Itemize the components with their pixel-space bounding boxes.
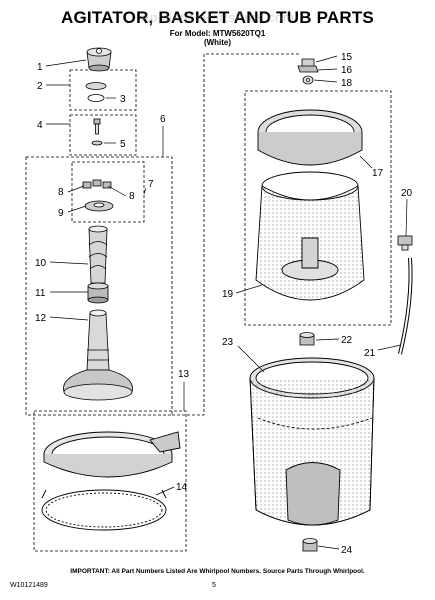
callout-8-left: 8 bbox=[58, 187, 64, 198]
document-number: W10121489 bbox=[10, 582, 48, 589]
callout-5: 5 bbox=[120, 139, 126, 150]
page-title: AGITATOR, BASKET AND TUB PARTS bbox=[61, 8, 374, 27]
callout-7: 7 bbox=[148, 179, 154, 190]
callout-11: 11 bbox=[35, 288, 46, 299]
callout-labels: 1 2 3 4 5 6 7 8 8 9 10 11 12 13 14 15 16… bbox=[35, 52, 413, 556]
callout-22: 22 bbox=[341, 335, 353, 346]
group-box-13 bbox=[33, 410, 187, 552]
callout-16: 16 bbox=[341, 65, 353, 76]
callout-10: 10 bbox=[35, 258, 47, 269]
agitator-cap-part bbox=[86, 47, 112, 72]
callout-12: 12 bbox=[35, 313, 47, 324]
group-box-6 bbox=[25, 156, 173, 416]
agitator-cam-part bbox=[88, 225, 108, 284]
callout-17: 17 bbox=[372, 168, 384, 179]
hub-nut-part bbox=[299, 332, 315, 346]
outer-tub-part bbox=[249, 357, 375, 526]
callout-14: 14 bbox=[176, 482, 188, 493]
seal-ring-part bbox=[85, 82, 107, 102]
callout-3: 3 bbox=[120, 94, 126, 105]
color-line: (White) bbox=[203, 38, 232, 47]
drive-nut-part bbox=[302, 538, 318, 552]
callout-1: 1 bbox=[37, 62, 43, 73]
group-box-2 bbox=[69, 69, 137, 111]
callout-13: 13 bbox=[178, 369, 190, 380]
group-box-4 bbox=[69, 114, 137, 156]
bolt-part bbox=[91, 118, 103, 146]
group-box-7 bbox=[71, 161, 145, 223]
footer-note: IMPORTANT: All Part Numbers Listed Are W… bbox=[70, 568, 365, 575]
spanner-nut-parts bbox=[297, 58, 319, 85]
callout-18: 18 bbox=[341, 78, 353, 89]
callout-6: 6 bbox=[160, 114, 166, 125]
group-box-17 bbox=[244, 90, 392, 326]
group-connector-line bbox=[172, 53, 300, 416]
model-line: For Model: MTW5620TQ1 bbox=[169, 29, 266, 38]
drive-bell-part bbox=[87, 282, 109, 304]
callout-2: 2 bbox=[37, 81, 43, 92]
callout-9: 9 bbox=[58, 208, 64, 219]
callout-21: 21 bbox=[364, 348, 376, 359]
page-number: 5 bbox=[212, 582, 216, 589]
wash-basket-part bbox=[255, 109, 365, 301]
agitator-dogs-part bbox=[82, 179, 114, 212]
hose-fitting-part bbox=[397, 235, 413, 251]
callout-19: 19 bbox=[222, 289, 234, 300]
balance-ring-part bbox=[43, 431, 181, 478]
callout-20: 20 bbox=[401, 188, 413, 199]
callout-8-right: 8 bbox=[129, 191, 135, 202]
callout-24: 24 bbox=[341, 545, 353, 556]
ring-retainer-part bbox=[41, 489, 167, 531]
callout-15: 15 bbox=[341, 52, 353, 63]
watermark-text: AppliancePartsPros.com bbox=[140, 10, 295, 25]
callout-23: 23 bbox=[222, 337, 234, 348]
callout-4: 4 bbox=[37, 120, 43, 131]
agitator-base-part bbox=[63, 309, 133, 401]
